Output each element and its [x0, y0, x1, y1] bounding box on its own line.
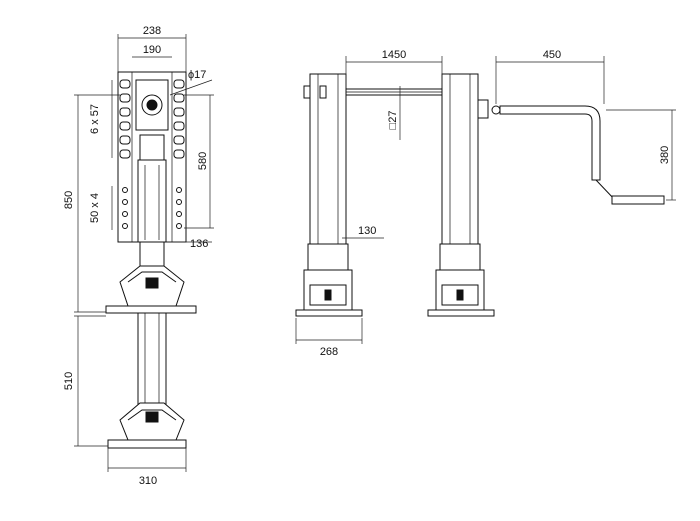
- dim-238: 238: [143, 25, 161, 37]
- front-view: [105, 71, 197, 449]
- dim-shaft-square: □27: [387, 111, 399, 130]
- dim-380: 380: [659, 146, 671, 164]
- dim-50x4: 50 x 4: [89, 193, 101, 223]
- side-view-dimensions: 1450 □27 130 268 450 380: [295, 49, 676, 358]
- dim-310: 310: [139, 475, 157, 487]
- mounting-holes-right: [173, 79, 185, 229]
- mounting-holes-left: [119, 79, 131, 229]
- dim-190: 190: [143, 44, 161, 56]
- dim-580: 580: [197, 152, 209, 170]
- dim-450: 450: [543, 49, 561, 61]
- dim-6x57: 6 x 57: [89, 104, 101, 134]
- dim-510: 510: [63, 372, 75, 390]
- front-view-dimensions: 238 190 ϕ17 6 x 57 50 x 4 850 580 136 51…: [63, 25, 214, 487]
- side-view: [295, 73, 665, 317]
- dim-130: 130: [358, 225, 376, 237]
- dim-850: 850: [63, 191, 75, 209]
- dim-hole-diameter: ϕ17: [188, 69, 206, 81]
- dim-1450: 1450: [382, 49, 406, 61]
- dim-268: 268: [320, 346, 338, 358]
- dim-136: 136: [190, 238, 208, 250]
